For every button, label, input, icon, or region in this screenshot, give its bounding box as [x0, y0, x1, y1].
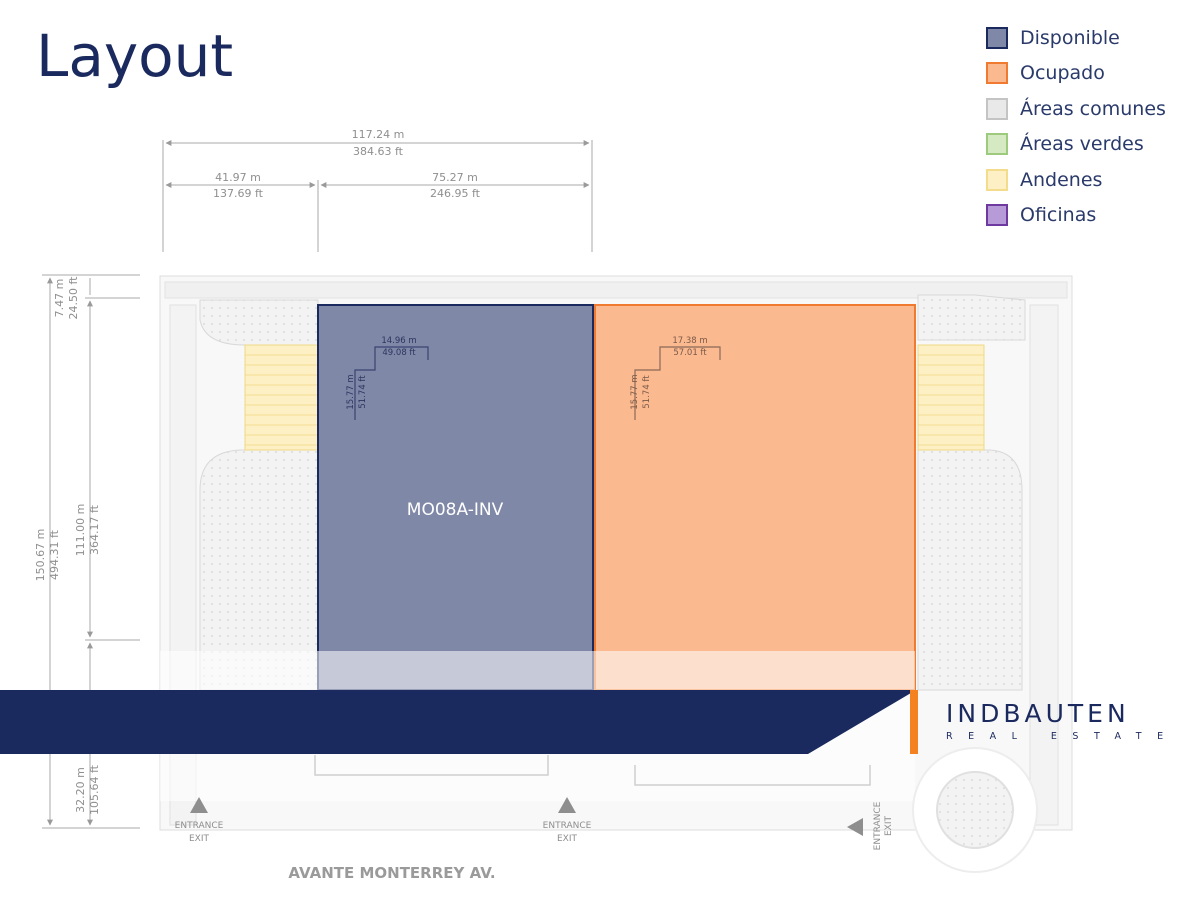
roundabout-inner [936, 771, 1014, 849]
dimension-label: 364.17 ft [88, 504, 101, 555]
dimension-label: 111.00 m [74, 504, 87, 557]
dimension-label: 41.97 m [215, 171, 261, 184]
entrance-arrow-icon [190, 797, 208, 813]
legend-label: Áreas verdes [1020, 133, 1144, 156]
dimension-label: 15.77 m [346, 374, 356, 409]
legend-label: Oficinas [1020, 204, 1097, 227]
andenes-left [244, 344, 319, 451]
dimension-label: 384.63 ft [353, 145, 404, 158]
unit-disponible[interactable] [317, 304, 594, 691]
legend-item-areas-comunes: Áreas comunes [986, 91, 1166, 127]
dimension-label: 137.69 ft [213, 187, 264, 200]
parking-right [1029, 304, 1059, 826]
dimension-label: 15.77 m [630, 374, 640, 409]
entrance-arrow-icon [847, 818, 863, 836]
entrance-label: ENTRANCE [873, 801, 883, 850]
office-outline [634, 346, 721, 420]
brand-name: INDBAUTEN [946, 699, 1130, 728]
common-area-right [917, 449, 1023, 691]
page-title: Layout [36, 22, 234, 90]
exit-label: EXIT [557, 834, 578, 844]
exit-label: EXIT [189, 834, 210, 844]
legend-item-disponible: Disponible [986, 20, 1166, 56]
parking-bottom-right [634, 765, 871, 786]
dimension-label: 7.47 m [53, 279, 66, 318]
dimension-label: 51.74 ft [358, 375, 368, 409]
dimension-label: 75.27 m [432, 171, 478, 184]
legend-label: Disponible [1020, 26, 1120, 49]
legend: Disponible Ocupado Áreas comunes Áreas v… [986, 20, 1166, 233]
dimension-label: 51.74 ft [642, 375, 652, 409]
entrance-arrow-icon [558, 797, 576, 813]
dimension-label: 246.95 ft [430, 187, 481, 200]
legend-swatch-areas-comunes [986, 97, 1008, 120]
entrance-label: ENTRANCE [175, 821, 224, 831]
brand-tagline: REAL ESTATE [946, 731, 1179, 742]
dimension-label: 117.24 m [352, 128, 405, 141]
exit-label: EXIT [884, 816, 894, 837]
legend-label: Áreas comunes [1020, 97, 1166, 120]
street-label: AVANTE MONTERREY AV. [288, 864, 495, 882]
legend-swatch-disponible [986, 26, 1008, 49]
andenes-right [917, 344, 985, 451]
dimension-label: 17.38 m [672, 336, 707, 346]
dimension-label: 32.20 m [74, 767, 87, 813]
office-outline [354, 346, 429, 420]
legend-item-oficinas: Oficinas [986, 198, 1166, 234]
dimension-label: 49.08 ft [382, 348, 416, 358]
unit-label: MO08A-INV [407, 500, 504, 520]
legend-swatch-andenes [986, 168, 1008, 191]
entrance-label: ENTRANCE [543, 821, 592, 831]
perimeter-road [164, 281, 1068, 299]
common-area-right-top [917, 294, 1026, 341]
legend-item-areas-verdes: Áreas verdes [986, 127, 1166, 163]
dimension-label: 150.67 m [34, 529, 47, 582]
dimension-label: 494.31 ft [48, 529, 61, 580]
dimension-label: 57.01 ft [673, 348, 707, 358]
legend-label: Andenes [1020, 168, 1103, 191]
unit-ocupado[interactable] [594, 304, 916, 691]
legend-swatch-areas-verdes [986, 133, 1008, 156]
dimension-label: 24.50 ft [67, 276, 80, 320]
brand-accent-bar [910, 690, 918, 754]
brand-banner [0, 690, 916, 754]
brand-logo: INDBAUTEN REAL ESTATE [946, 699, 1186, 743]
legend-swatch-oficinas [986, 204, 1008, 227]
legend-swatch-ocupado [986, 62, 1008, 85]
legend-label: Ocupado [1020, 62, 1105, 85]
legend-item-ocupado: Ocupado [986, 56, 1166, 92]
dimension-label: 105.64 ft [88, 764, 101, 815]
dimension-label: 14.96 m [381, 336, 416, 346]
common-area-left-top [199, 299, 319, 346]
parking-bottom-left [314, 755, 549, 776]
legend-item-andenes: Andenes [986, 162, 1166, 198]
